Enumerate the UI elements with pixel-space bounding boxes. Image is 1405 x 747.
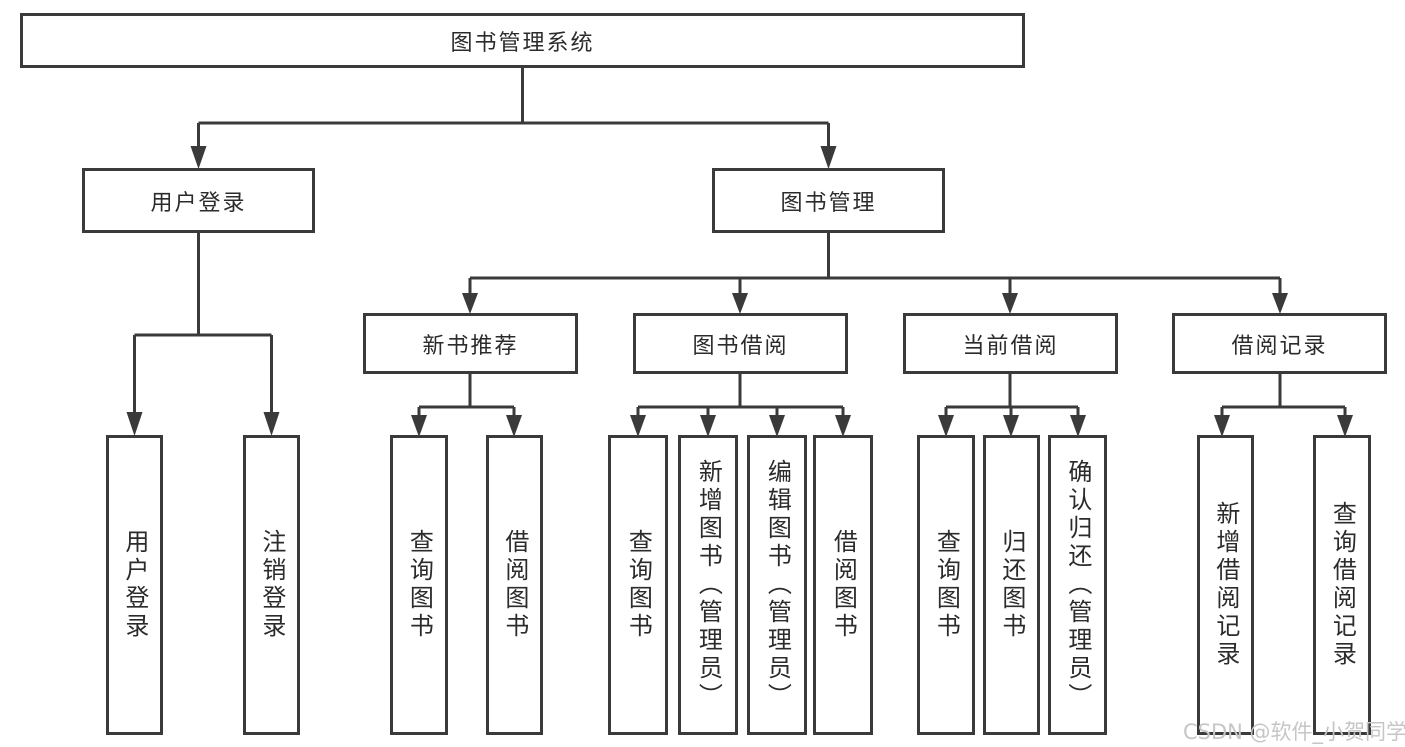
node-current-borrowing: 当前借阅 bbox=[903, 313, 1118, 374]
node-leaf-query-books-2: 查询图书 bbox=[608, 435, 668, 735]
node-leaf-query-books-1: 查询图书 bbox=[390, 435, 448, 735]
csdn-watermark: CSDN @软件_小贺同学 bbox=[1183, 720, 1405, 744]
node-leaf-query-borrow-record: 查询借阅记录 bbox=[1313, 435, 1371, 735]
node-library-management-system: 图书管理系统 bbox=[20, 13, 1025, 68]
node-new-book-recommendation: 新书推荐 bbox=[363, 313, 578, 374]
node-leaf-borrow-books-1: 借阅图书 bbox=[486, 435, 543, 735]
node-borrowing-records: 借阅记录 bbox=[1172, 313, 1387, 374]
node-leaf-query-books-3: 查询图书 bbox=[917, 435, 975, 735]
node-book-management: 图书管理 bbox=[712, 168, 945, 233]
arrowheads bbox=[126, 146, 1353, 437]
node-leaf-borrow-books-2: 借阅图书 bbox=[813, 435, 873, 735]
node-leaf-confirm-return-admin: 确认归还（管理员） bbox=[1048, 435, 1107, 735]
node-leaf-add-books-admin: 新增图书（管理员） bbox=[678, 435, 738, 735]
node-leaf-add-borrow-record: 新增借阅记录 bbox=[1197, 435, 1254, 735]
node-book-borrowing: 图书借阅 bbox=[633, 313, 848, 374]
node-leaf-user-login: 用户登录 bbox=[106, 435, 163, 735]
node-leaf-logout: 注销登录 bbox=[243, 435, 300, 735]
node-leaf-return-books: 归还图书 bbox=[983, 435, 1040, 735]
node-user-login: 用户登录 bbox=[82, 168, 315, 233]
node-leaf-edit-books-admin: 编辑图书（管理员） bbox=[747, 435, 807, 735]
